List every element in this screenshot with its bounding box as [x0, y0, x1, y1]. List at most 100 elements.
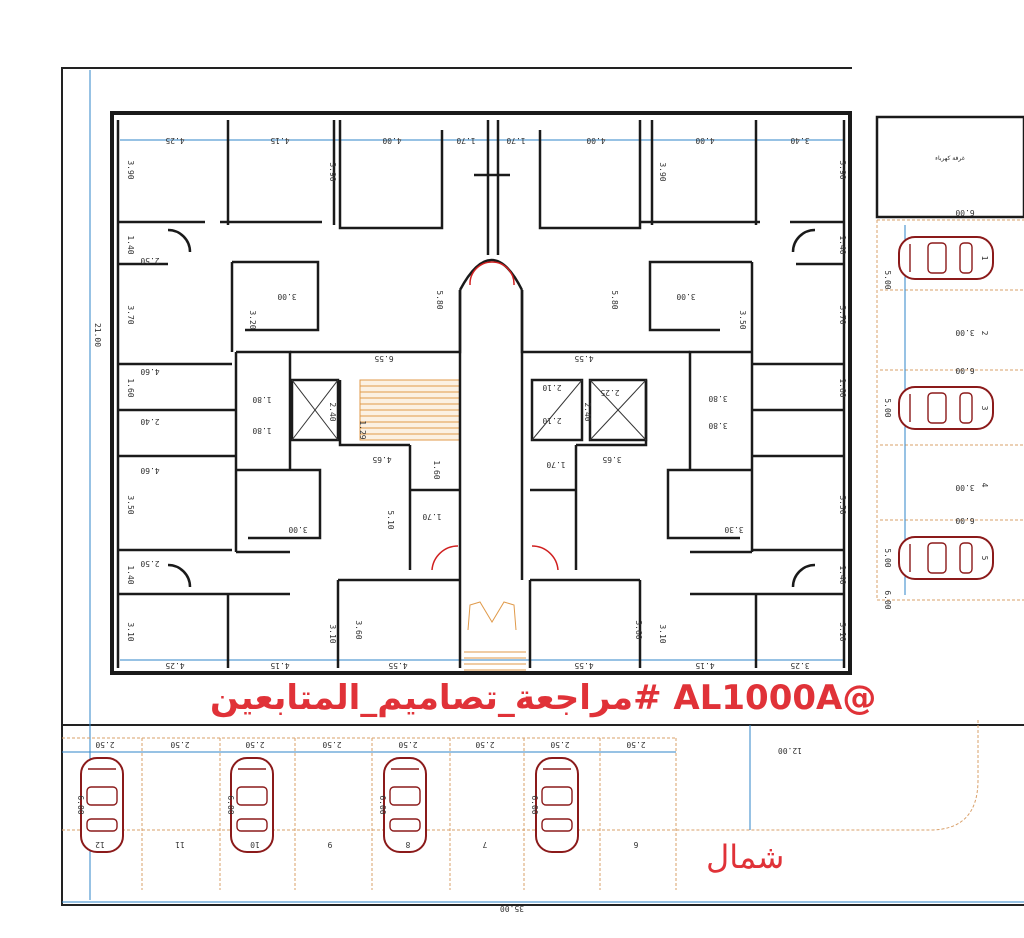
bottom-dimension: 4.15	[695, 661, 714, 670]
parking-dimension: 2.50	[398, 740, 417, 749]
top-dimension: 1.70	[456, 136, 475, 145]
room-dimension: 4.65	[372, 455, 391, 464]
building-outline	[110, 111, 852, 675]
room-dimension: 3.65	[602, 455, 621, 464]
bottom-dimension: 4.25	[165, 661, 184, 670]
car-9	[535, 757, 579, 853]
parking-dimension: 6.00	[955, 366, 974, 375]
room-dimension: 3.00	[288, 525, 307, 534]
left-dimension: 3.50	[126, 495, 135, 514]
parking-dimension: 2.50	[475, 740, 494, 749]
room-dimension: 3.90	[658, 162, 667, 181]
top-dimension: 3.40	[790, 136, 809, 145]
room-dimension: 5.80	[610, 290, 619, 309]
parking-number: 12	[95, 840, 105, 849]
setback-line	[61, 720, 1024, 726]
room-dimension: 4.60	[140, 466, 159, 475]
top-dimension: 1.70	[506, 136, 525, 145]
parking-number: 4	[980, 483, 989, 488]
bottom-cars	[80, 757, 579, 853]
room-dimension: 1.60	[432, 460, 441, 479]
right-dimension: 3.50	[838, 495, 847, 514]
car-12	[80, 757, 124, 853]
top-dimension: 4.15	[270, 136, 289, 145]
hashtag-watermark: @AL1000A #مراجعة_تصاميم_المتابعين	[210, 678, 877, 718]
room-dimension: 5.10	[386, 510, 395, 529]
parking-dimension: 2.50	[322, 740, 341, 749]
left-dimension: 3.10	[126, 622, 135, 641]
setback-curve	[676, 720, 979, 831]
side-cars	[898, 236, 994, 580]
parking-dimension: 6.00	[955, 208, 974, 217]
bottom-parking	[62, 737, 677, 890]
overall-height: 21.00	[93, 323, 102, 347]
parking-number: 10	[250, 840, 260, 849]
top-dimension: 4.00	[382, 136, 401, 145]
parking-dimension: 5.00	[883, 398, 892, 417]
parking-number: 6	[633, 840, 638, 849]
parking-dimension: 2.50	[170, 740, 189, 749]
right-dimension: 3.10	[838, 622, 847, 641]
room-dimension: 3.60	[634, 620, 643, 639]
left-dimension: 3.90	[126, 160, 135, 179]
top-dimension: 4.00	[586, 136, 605, 145]
parking-dimension: 3.00	[955, 483, 974, 492]
bottom-dimension: 4.15	[270, 661, 289, 670]
room-dimension: 4.60	[140, 367, 159, 376]
room-dimension: 3.80	[708, 394, 727, 403]
parking-dimension: 2.50	[550, 740, 569, 749]
parking-number: 1	[980, 256, 989, 261]
north-label: شمال	[706, 838, 785, 876]
room-dimension: 3.60	[354, 620, 363, 639]
room-dimension: 2.40	[140, 417, 159, 426]
site-boundary	[61, 67, 1024, 906]
room-dimension: 6.55	[374, 354, 393, 363]
car-3	[898, 386, 994, 430]
setback-dimension: 12.00	[778, 746, 802, 755]
room-dimension: 2.10	[542, 383, 561, 392]
room-dimension: 3.00	[277, 292, 296, 301]
room-dimension: 2.40	[583, 402, 592, 421]
parking-dimension: 3.00	[955, 328, 974, 337]
parking-number: 8	[405, 840, 410, 849]
right-dimension: 3.90	[838, 160, 847, 179]
room-dimension: 1.80	[252, 395, 271, 404]
parking-dimension: 6.00	[530, 795, 539, 814]
room-dimension: 4.55	[574, 354, 593, 363]
right-dimension: 3.70	[838, 305, 847, 324]
parking-dimension: 6.00	[883, 590, 892, 609]
room-dimension: 3.90	[328, 162, 337, 181]
parking-number: 9	[327, 840, 332, 849]
parking-number: 3	[980, 406, 989, 411]
parking-dimension: 2.50	[95, 740, 114, 749]
car-11	[230, 757, 274, 853]
room-dimension: 3.00	[676, 292, 695, 301]
parking-number: 5	[980, 556, 989, 561]
top-dimension: 4.00	[695, 136, 714, 145]
dimension-labels: 4.25 4.15 4.00 1.70 1.70 4.00 4.00 3.40 4.25 4.15…	[76, 136, 989, 913]
bottom-dimension: 3.25	[790, 661, 809, 670]
parking-dimension: 6.00	[955, 516, 974, 525]
stair-core	[290, 258, 648, 671]
room-dimension: 3.50	[738, 310, 747, 329]
top-dimension: 4.25	[165, 136, 184, 145]
side-parking: غرفة كهرباء	[875, 115, 1024, 601]
room-dimension: 3.10	[658, 624, 667, 643]
room-dimension: 5.80	[435, 290, 444, 309]
left-dimension: 1.60	[126, 378, 135, 397]
room-dimension: 3.30	[724, 525, 743, 534]
bottom-dimension: 4.55	[574, 661, 593, 670]
bottom-dimension: 4.55	[388, 661, 407, 670]
car-5	[898, 536, 994, 580]
room-dimension: 2.10	[542, 416, 561, 425]
right-dimension: 1.40	[838, 565, 847, 584]
parking-dimension: 6.00	[226, 795, 235, 814]
room-dimension: 2.50	[140, 559, 159, 568]
parking-dimension: 5.00	[883, 270, 892, 289]
right-dimension: 1.40	[838, 235, 847, 254]
parking-number: 11	[175, 840, 185, 849]
room-dimension: 1.70	[422, 512, 441, 521]
right-dimension: 1.60	[838, 378, 847, 397]
parking-dimension: 2.50	[245, 740, 264, 749]
parking-number: 2	[980, 331, 989, 336]
